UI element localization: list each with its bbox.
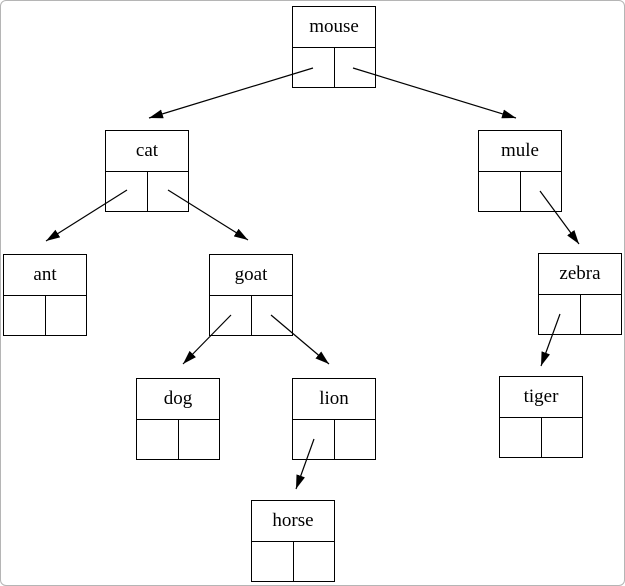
left-pointer-cell-lion — [293, 420, 335, 459]
node-label-cat: cat — [106, 131, 188, 172]
left-pointer-cell-ant — [4, 296, 46, 335]
tree-node-lion: lion — [292, 378, 376, 460]
tree-node-cat: cat — [105, 130, 189, 212]
edge-mouse-right-mule — [352, 67, 517, 119]
tree-node-goat: goat — [209, 254, 293, 336]
edge-mouse-left-cat — [148, 67, 314, 119]
left-pointer-cell-zebra — [539, 295, 581, 334]
right-pointer-cell-dog — [179, 420, 220, 459]
tree-node-ant: ant — [3, 254, 87, 336]
tree-node-mule: mule — [478, 130, 562, 212]
node-label-tiger: tiger — [500, 377, 582, 418]
tree-node-mouse: mouse — [292, 6, 376, 88]
right-pointer-cell-cat — [148, 172, 189, 211]
right-pointer-cell-zebra — [581, 295, 622, 334]
tree-node-dog: dog — [136, 378, 220, 460]
node-label-goat: goat — [210, 255, 292, 296]
left-pointer-cell-tiger — [500, 418, 542, 457]
tree-node-horse: horse — [251, 500, 335, 582]
left-pointer-cell-goat — [210, 296, 252, 335]
right-pointer-cell-horse — [294, 542, 335, 581]
right-pointer-cell-lion — [335, 420, 376, 459]
right-pointer-cell-tiger — [542, 418, 583, 457]
node-label-lion: lion — [293, 379, 375, 420]
right-pointer-cell-mule — [521, 172, 562, 211]
node-label-mule: mule — [479, 131, 561, 172]
tree-node-tiger: tiger — [499, 376, 583, 458]
node-label-horse: horse — [252, 501, 334, 542]
right-pointer-cell-ant — [46, 296, 87, 335]
tree-node-zebra: zebra — [538, 253, 622, 335]
right-pointer-cell-goat — [252, 296, 293, 335]
left-pointer-cell-dog — [137, 420, 179, 459]
right-pointer-cell-mouse — [335, 48, 376, 87]
node-label-zebra: zebra — [539, 254, 621, 295]
left-pointer-cell-mule — [479, 172, 521, 211]
left-pointer-cell-horse — [252, 542, 294, 581]
left-pointer-cell-cat — [106, 172, 148, 211]
node-label-dog: dog — [137, 379, 219, 420]
node-label-ant: ant — [4, 255, 86, 296]
left-pointer-cell-mouse — [293, 48, 335, 87]
node-label-mouse: mouse — [293, 7, 375, 48]
